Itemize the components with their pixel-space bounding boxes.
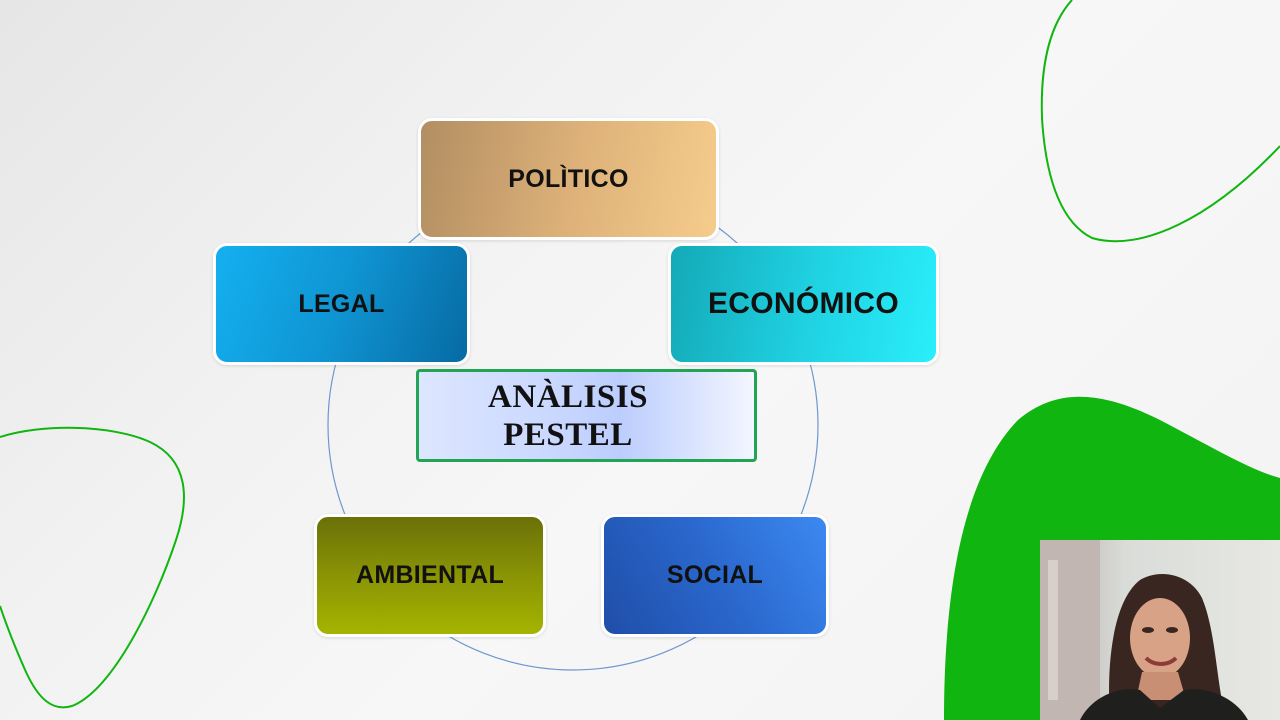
outline-blob-left [0, 426, 185, 709]
presenter-video [1040, 540, 1280, 720]
factor-politico: POLÌTICO [418, 118, 719, 240]
factor-politico-label: POLÌTICO [508, 164, 629, 193]
factor-economico: ECONÓMICO [668, 243, 939, 365]
center-title: ANÀLISIS PESTEL [488, 378, 648, 453]
presenter-video-icon [1040, 540, 1280, 720]
center-box: ANÀLISIS PESTEL [416, 369, 757, 462]
factor-ambiental: AMBIENTAL [314, 514, 546, 637]
factor-social: SOCIAL [601, 514, 829, 637]
factor-social-label: SOCIAL [666, 561, 764, 589]
factor-legal-label: LEGAL [298, 289, 385, 318]
factor-economico-label: ECONÓMICO [707, 287, 900, 320]
outline-blob-top-right [1040, 0, 1280, 243]
factor-ambiental-label: AMBIENTAL [355, 561, 505, 589]
factor-legal: LEGAL [213, 243, 470, 365]
